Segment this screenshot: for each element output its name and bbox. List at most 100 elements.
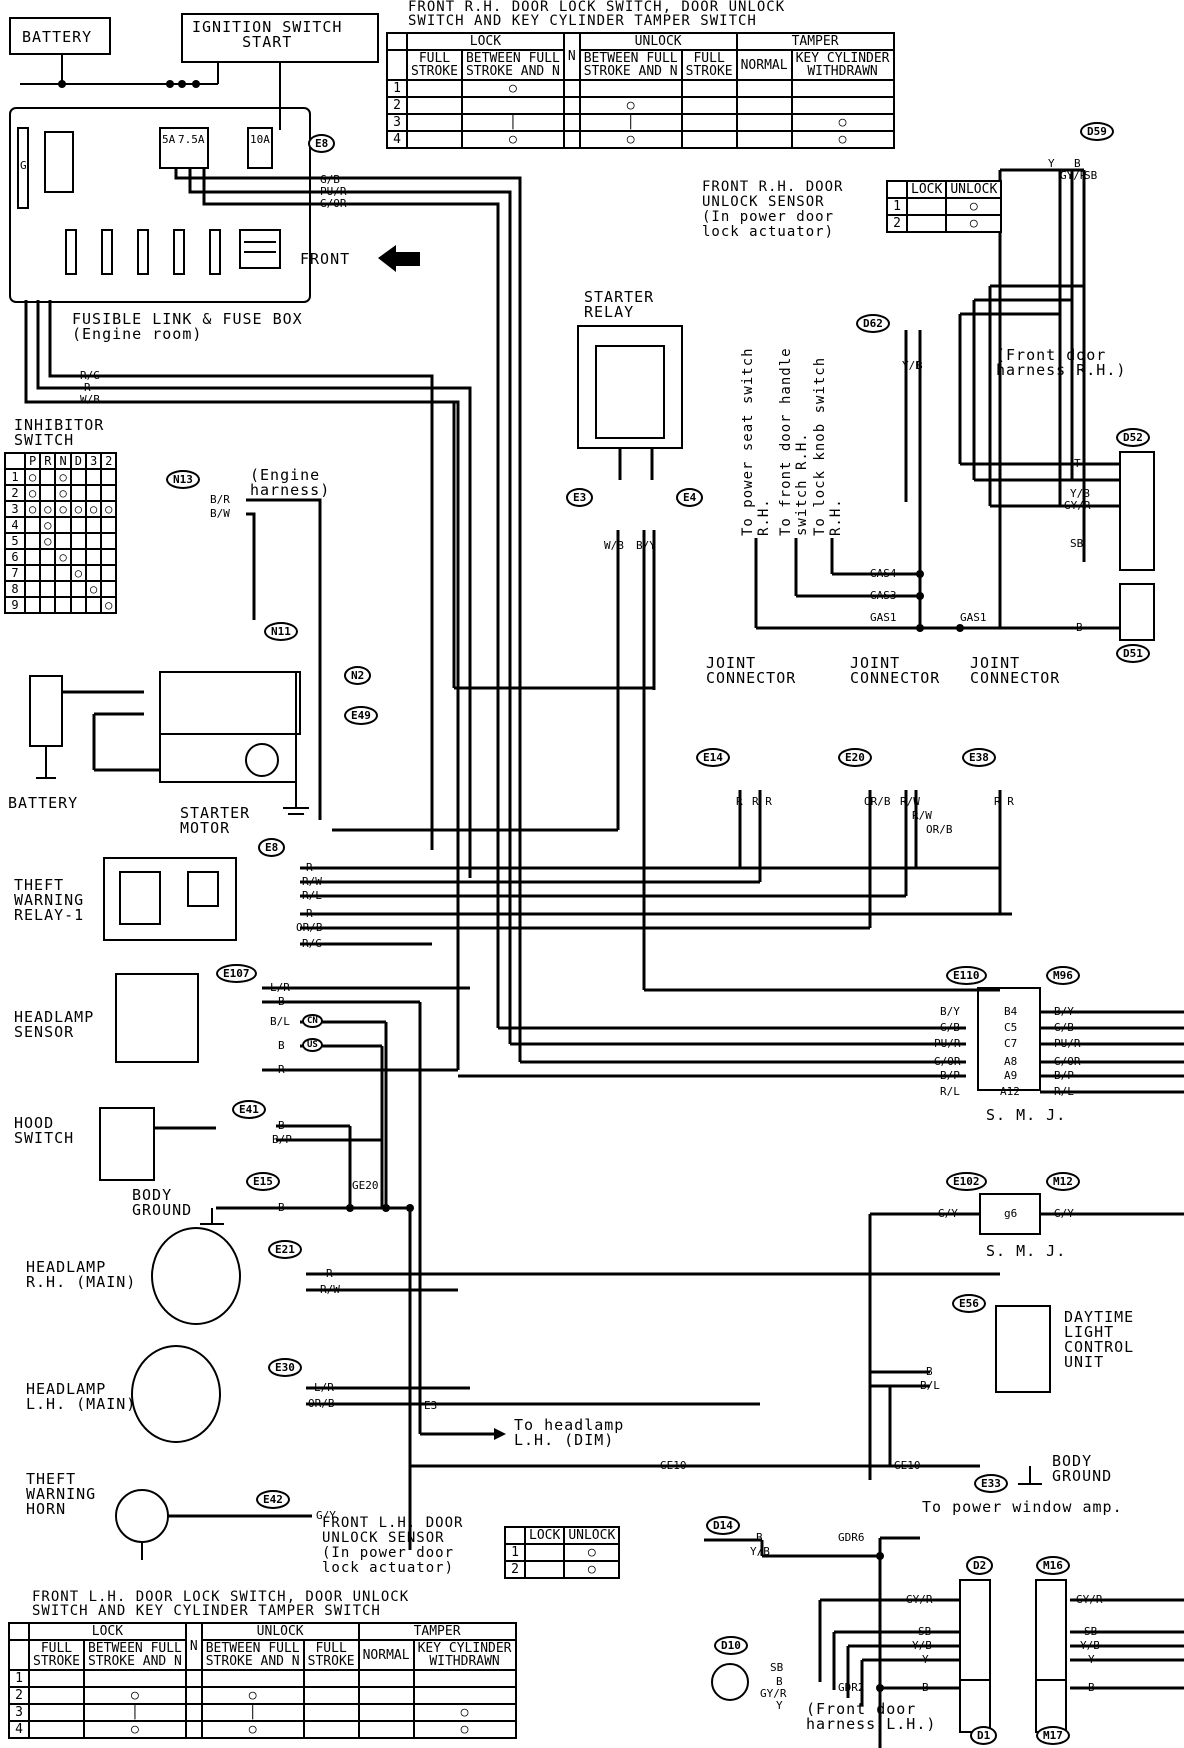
wire-label: GY/R — [1060, 169, 1087, 182]
connector-tag: E20 — [838, 748, 872, 767]
headlamp-rh-label: HEADLAMP R.H. (MAIN) — [26, 1258, 137, 1291]
lh-row: 4 — [8, 1720, 30, 1739]
rh-group-unlock: UNLOCK — [578, 32, 738, 51]
connector-tag: M16 — [1036, 1556, 1070, 1575]
wire-label: G/OR — [320, 197, 347, 210]
rh-col-n: N — [562, 32, 581, 81]
rh-group-tamper: TAMPER — [735, 32, 895, 51]
wire-label: G/Y — [938, 1207, 958, 1220]
wire-label: B/R — [210, 493, 230, 506]
wire-label: Y — [1088, 1653, 1095, 1666]
wire-label: G/B — [940, 1021, 960, 1034]
wire-label: B/L — [270, 1015, 290, 1028]
connector-tag: M96 — [1046, 966, 1080, 985]
wire-label: B/Y — [940, 1005, 960, 1018]
wire-label: B — [926, 1365, 933, 1378]
m16-block — [1035, 1579, 1067, 1681]
rh-switch-table: LOCK N UNLOCK TAMPER FULL STROKE BETWEEN… — [386, 32, 895, 149]
wire-label: B/P — [1054, 1069, 1074, 1082]
wire-label: R — [306, 861, 313, 874]
starter-relay-box — [577, 325, 683, 449]
wire-label: GAS4 — [870, 567, 897, 580]
headlamp-lh-label: HEADLAMP L.H. (MAIN) — [26, 1380, 137, 1413]
inh-col: R — [39, 452, 57, 470]
battery-bottom-label: BATTERY — [8, 794, 79, 812]
connector-tag: E110 — [946, 966, 987, 985]
connector-tag: E33 — [974, 1474, 1008, 1493]
wire-label: R/G — [302, 937, 322, 950]
rh-col: FULL STROKE — [680, 49, 738, 81]
rh-sensor-row: 1 — [886, 197, 908, 216]
lh-group-lock: LOCK — [28, 1622, 187, 1641]
cn-tag: CN — [302, 1014, 323, 1028]
ignition-switch-label: IGNITION SWITCH START — [192, 18, 343, 51]
wire-label: GE10 — [894, 1459, 921, 1472]
wire-label: SB — [1070, 537, 1084, 550]
wire-label: B/W — [210, 507, 230, 520]
connector-tag: M17 — [1036, 1726, 1070, 1745]
wire-label: R/W — [900, 795, 920, 808]
rh-row: 2 — [386, 96, 408, 115]
wire-label: B/Y — [636, 539, 656, 552]
rh-col: FULL STROKE — [406, 49, 463, 81]
wire-label: GDR2 — [838, 1681, 865, 1694]
lh-row: 3 — [8, 1703, 30, 1722]
d51-block — [1119, 583, 1155, 641]
inhibitor-table: P R N D 3 2 1○○ 2○○ 3○○○○○○ 4○ 5○ 6○ 7○ … — [4, 452, 118, 614]
lh-sensor-title: FRONT L.H. DOOR UNLOCK SENSOR (In power … — [322, 1515, 464, 1576]
wire-label: B — [776, 1675, 783, 1688]
connector-tag: N13 — [166, 470, 200, 489]
wire-label: B — [1074, 157, 1081, 170]
engine-harness-label: (Engine harness) — [250, 466, 331, 499]
pin-label: A8 — [1004, 1055, 1018, 1068]
pin-label: A12 — [1000, 1085, 1020, 1098]
wire-label: PU/R — [1054, 1037, 1081, 1050]
wire-label: Y/B — [1070, 487, 1090, 500]
wire-label: SB — [770, 1661, 784, 1674]
fuse-label: G — [20, 159, 27, 172]
lh-col: BETWEEN FULL STROKE AND N — [82, 1639, 187, 1671]
wire-label: GE20 — [352, 1179, 379, 1192]
wire-label: GAS1 — [870, 611, 897, 624]
wire-label: B/P — [940, 1069, 960, 1082]
wire-label: B — [756, 1531, 763, 1544]
rh-switch-title: FRONT R.H. DOOR LOCK SWITCH, DOOR UNLOCK… — [408, 0, 786, 29]
wire-label: R R — [994, 795, 1014, 808]
daytime-unit-box — [995, 1305, 1051, 1393]
to-lock-knob-label: To lock knob switch R.H. — [812, 356, 844, 536]
wire-label: R/L — [302, 889, 322, 902]
rh-group-lock: LOCK — [406, 32, 565, 51]
connector-tag: D62 — [856, 314, 890, 333]
fuse-row — [65, 229, 281, 275]
inhibitor-label: INHIBITOR SWITCH — [14, 416, 105, 449]
joint-connector-2-label: JOINT CONNECTOR — [850, 654, 941, 687]
lh-sensor-row: 2 — [504, 1560, 526, 1579]
lh-col: NORMAL — [357, 1639, 415, 1671]
connector-tag: E107 — [216, 964, 257, 983]
wire-label: L/R — [270, 981, 290, 994]
wire-label: G/Y — [1054, 1207, 1074, 1220]
wire-label: B — [916, 359, 923, 372]
wire-label: R — [736, 795, 743, 808]
connector-tag: E8 — [258, 838, 286, 857]
battery-box — [9, 17, 111, 55]
m17-block — [1035, 1679, 1067, 1733]
starter-relay-label: STARTER RELAY — [584, 288, 655, 321]
wire-label: B — [1088, 1681, 1095, 1694]
wire-label: GE10 — [660, 1459, 687, 1472]
front-label: FRONT — [300, 250, 351, 268]
wire-label: B — [278, 995, 285, 1008]
pin-label: C7 — [1004, 1037, 1018, 1050]
inh-row: 1 — [4, 468, 26, 486]
horn-shape — [115, 1489, 169, 1543]
lh-col-n: N — [184, 1622, 203, 1671]
pin-label: C5 — [1004, 1021, 1018, 1034]
wire-label: R R — [752, 795, 772, 808]
inh-col: P — [23, 452, 42, 470]
connector-tag: M12 — [1046, 1172, 1080, 1191]
wire-label: GDR6 — [838, 1531, 865, 1544]
lh-switch-table: LOCK N UNLOCK TAMPER FULL STROKE BETWEEN… — [8, 1622, 517, 1739]
connector-tag: D10 — [714, 1636, 748, 1655]
wire-label: SB — [1084, 1625, 1098, 1638]
